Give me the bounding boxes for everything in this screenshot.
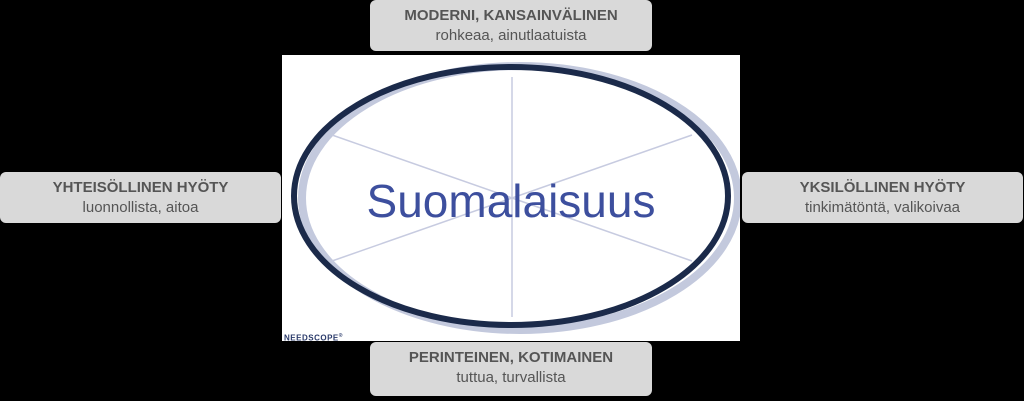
label-bottom-title: PERINTEINEN, KOTIMAINEN — [408, 349, 614, 366]
label-top-subtitle: rohkeaa, ainutlaatuista — [435, 27, 587, 44]
ellipse-diagram — [291, 62, 740, 334]
label-left-subtitle: luonnollista, aitoa — [82, 199, 199, 216]
label-box-bottom: PERINTEINEN, KOTIMAINEN tuttua, turvalli… — [370, 342, 652, 396]
label-bottom-subtitle: tuttua, turvallista — [456, 369, 566, 386]
diagram-panel: Suomalaisuus NEEDSCOPE® — [282, 55, 740, 343]
center-title: Suomalaisuus — [366, 175, 656, 227]
label-box-top: MODERNI, KANSAINVÄLINEN rohkeaa, ainutla… — [370, 0, 652, 51]
label-box-right: YKSILÖLLINEN HYÖTY tinkimätöntä, valikoi… — [742, 172, 1023, 223]
label-top-title: MODERNI, KANSAINVÄLINEN — [404, 7, 618, 24]
spoke-lower-left — [331, 197, 513, 262]
spoke-upper-right — [511, 134, 693, 199]
spoke-lower-right — [511, 197, 693, 262]
label-box-left: YHTEISÖLLINEN HYÖTY luonnollista, aitoa — [0, 172, 281, 223]
label-right-subtitle: tinkimätöntä, valikoivaa — [804, 199, 961, 216]
label-right-title: YKSILÖLLINEN HYÖTY — [799, 179, 966, 196]
logo-text: NEEDSCOPE — [284, 333, 339, 343]
needscope-logo: NEEDSCOPE® — [284, 333, 343, 343]
label-left-title: YHTEISÖLLINEN HYÖTY — [52, 179, 229, 196]
ellipse-main — [291, 64, 731, 328]
spoke-upper-left — [331, 134, 513, 199]
